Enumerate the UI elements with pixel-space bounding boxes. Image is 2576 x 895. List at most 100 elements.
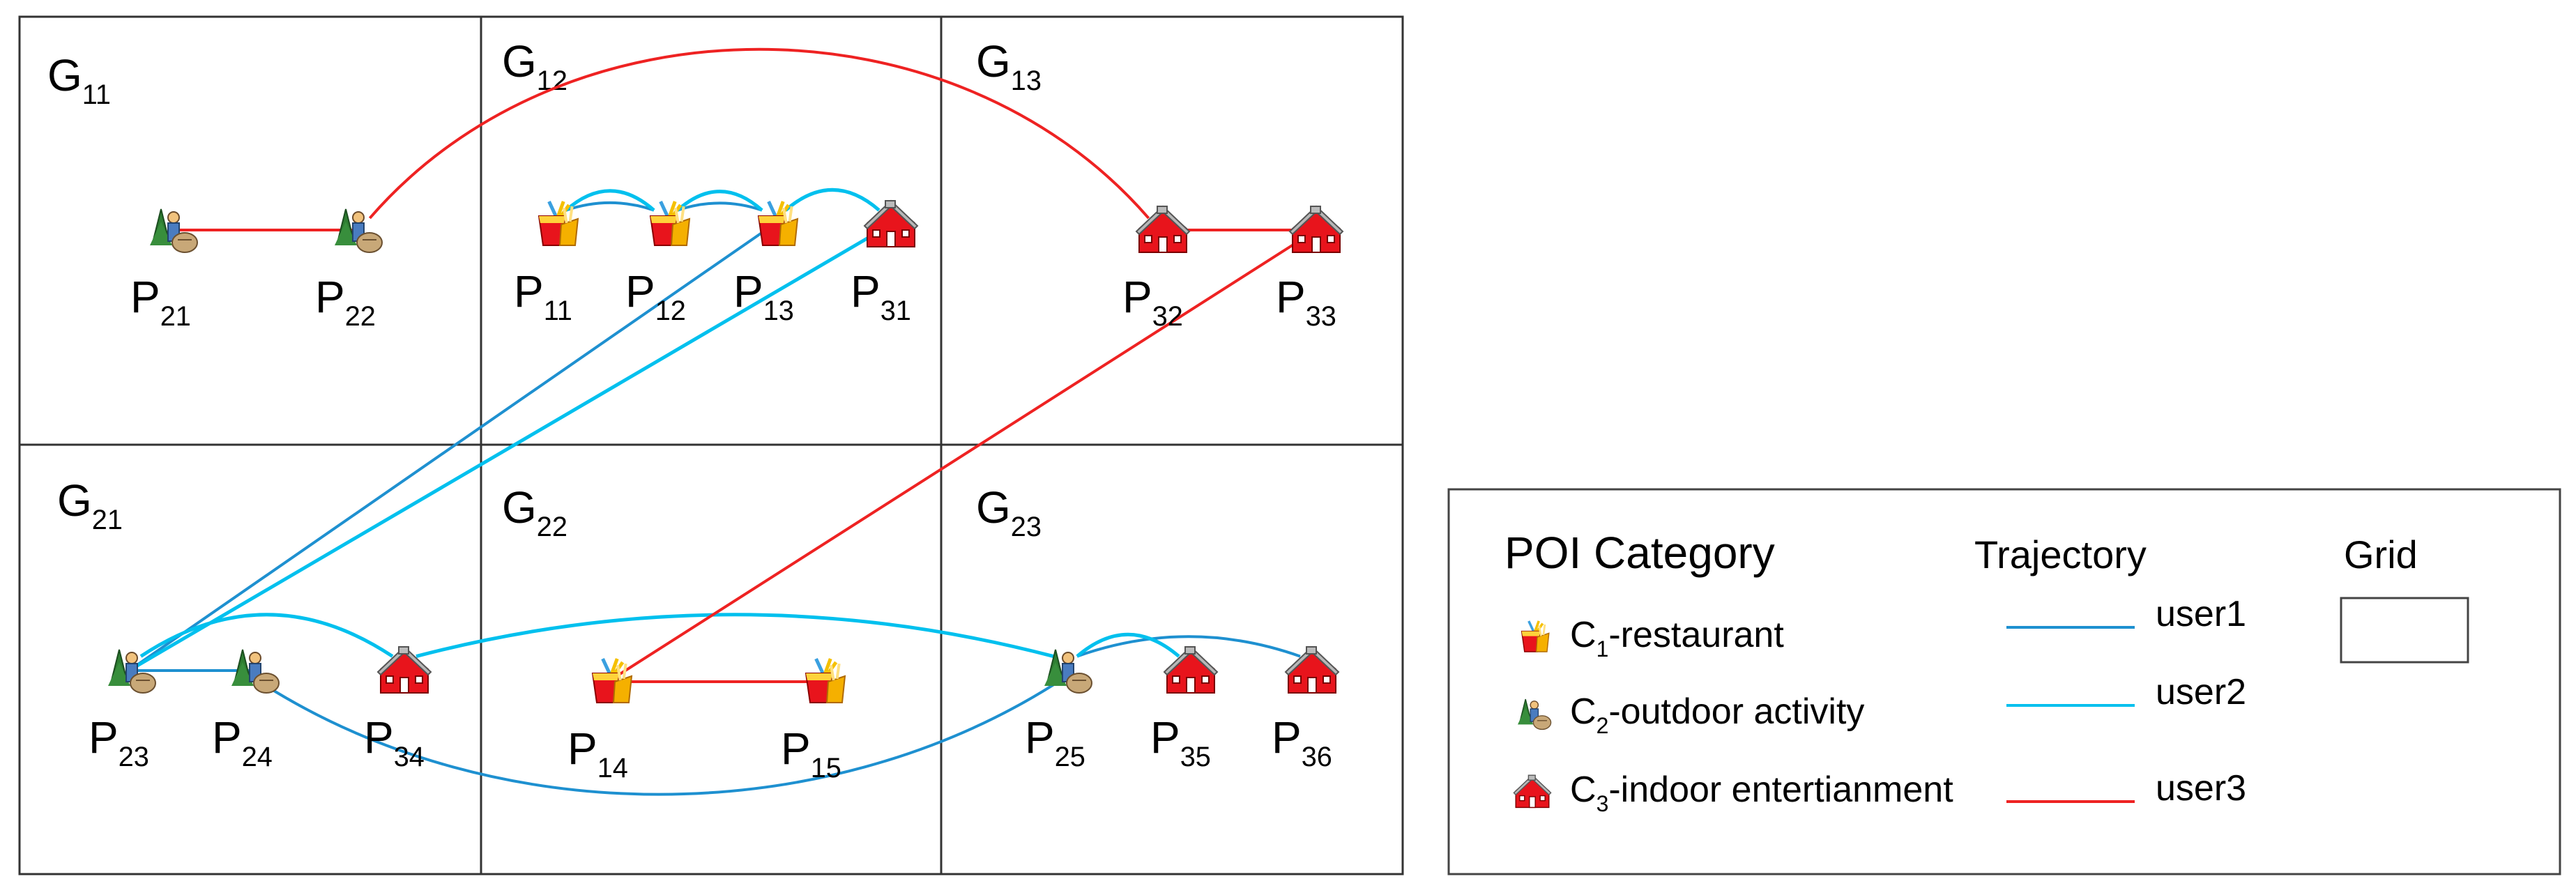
poi-label-p21-base: P [130,272,160,322]
poi-p12: P12 [625,200,690,326]
indoor-entertainment-icon [864,200,918,247]
restaurant-icon [805,657,846,703]
legend-category-text: -restaurant [1608,615,1784,655]
poi-label-p32: P32 [1122,272,1183,332]
grid-cell-label-g11: G11 [47,50,111,110]
trajectory-edge-user2-p25-p35 [1076,632,1180,658]
trajectory-edge-user1-p11-p12 [565,201,655,212]
grid-cell-label-g12-sub: 12 [537,66,567,96]
legend-poi-title: POI Category [1504,528,1775,578]
legend-category-c3: C3-indoor entertianment [1570,770,1953,816]
poi-p21: P21 [130,208,198,332]
poi-p11: P11 [514,200,579,326]
grid-cell-label-g22-sub: 22 [537,512,567,542]
poi-label-p21-sub: 21 [160,301,191,332]
grid-cell-label-g12: G12 [502,36,567,96]
grid-cell-label-g11-base: G [47,50,82,100]
grid-cell-label-g23-base: G [976,482,1011,533]
poi-label-p25: P25 [1025,712,1085,772]
legend-user-user1: user1 [2156,594,2246,634]
trajectory-edge-user2-p11-p12 [565,189,655,212]
legend-category-prefix: C [1570,691,1596,732]
grid-cell-label-g23: G23 [976,482,1042,542]
poi-p14: P14 [567,657,632,783]
legend-category-text: -indoor entertianment [1608,770,1953,810]
legend-user-user3: user3 [2156,768,2246,809]
poi-label-p15-sub: 15 [811,753,841,783]
trajectory-layer [128,47,1318,796]
trajectory-edge-user2-p31-p23 [128,222,892,673]
poi-label-p33: P33 [1276,272,1336,332]
poi-p32: P32 [1122,206,1190,332]
legend-category-sub: 1 [1596,636,1609,661]
trajectory-edge-user1-p13-p23 [128,223,775,672]
poi-label-p35-sub: 35 [1180,742,1211,772]
trajectory-edge-user1-p24-p25 [263,683,1055,796]
grid-cell-label-g22: G22 [502,482,567,542]
poi-label-p12-sub: 12 [655,296,686,326]
grid-cell-label-g13-sub: 13 [1011,66,1042,96]
poi-label-p12-base: P [625,266,655,316]
poi-label-p22-sub: 22 [345,301,376,332]
indoor-entertainment-icon [1164,646,1218,694]
trajectory-edge-user1-p12-p13 [677,201,763,212]
poi-p33: P33 [1276,206,1343,332]
poi-label-p15: P15 [781,724,841,783]
trajectory-edge-user2-p23-p34 [139,613,394,658]
legend-trajectory-title: Trajectory [1974,533,2147,576]
poi-label-p23-base: P [89,712,119,763]
poi-label-p35-base: P [1150,712,1180,763]
legend-grid-swatch [2340,597,2469,664]
poi-label-p11-sub: 11 [544,296,572,326]
poi-label-p23-sub: 23 [119,742,149,772]
poi-label-p33-sub: 33 [1306,301,1336,332]
poi-label-p14-sub: 14 [597,753,628,783]
poi-label-p21: P21 [130,272,191,332]
poi-label-p14-base: P [567,724,597,774]
legend-category-sub: 2 [1596,713,1609,738]
outdoor-activity-icon [231,649,280,694]
poi-label-p34-base: P [364,712,394,763]
restaurant-icon [650,200,690,246]
grid-cell-label-g13: G13 [976,36,1042,96]
poi-label-p22-base: P [315,272,345,322]
poi-p22: P22 [315,208,383,332]
poi-label-p32-base: P [1122,272,1152,322]
outdoor-activity-icon [334,208,383,253]
poi-p15: P15 [781,657,846,783]
grid-cell-label-g22-base: G [502,482,537,533]
grid-cell-label-g13-base: G [976,36,1011,86]
legend-category-prefix: C [1570,770,1596,810]
poi-label-p12: P12 [625,266,686,326]
trajectory-edge-user1-p25-p36 [1076,635,1301,658]
poi-label-p15-base: P [781,724,811,774]
poi-label-p24: P24 [212,712,273,772]
poi-label-p25-base: P [1025,712,1055,763]
poi-label-p22: P22 [315,272,376,332]
restaurant-icon [592,657,632,703]
poi-label-p33-base: P [1276,272,1306,322]
trajectory-edge-user3-p22-p32 [368,47,1150,220]
trajectory-edge-user2-p34-p25 [416,613,1054,659]
legend-category-prefix: C [1570,615,1596,655]
poi-label-p13-base: P [733,266,763,316]
grid-cell-label-g11-sub: 11 [82,79,111,110]
legend-category-c1: C1-restaurant [1570,615,1784,661]
poi-label-p24-base: P [212,712,242,763]
legend-box [1447,488,2561,875]
restaurant-icon [758,200,798,246]
poi-p35: P35 [1150,646,1218,772]
poi-label-p11-base: P [514,266,544,316]
poi-label-p34: P34 [364,712,425,772]
trajectory-edge-user2-p13-p31 [784,188,881,212]
poi-label-p31-sub: 31 [881,296,911,326]
legend-category-c2: C2-outdoor activity [1570,691,1864,738]
poi-p24: P24 [212,649,280,772]
poi-label-p31: P31 [851,266,911,326]
indoor-entertainment-icon [1289,206,1343,253]
grid-cell-label-g23-sub: 23 [1011,512,1042,542]
trajectory-edge-user3-p33-p14 [607,229,1318,683]
poi-label-p14: P14 [567,724,628,783]
